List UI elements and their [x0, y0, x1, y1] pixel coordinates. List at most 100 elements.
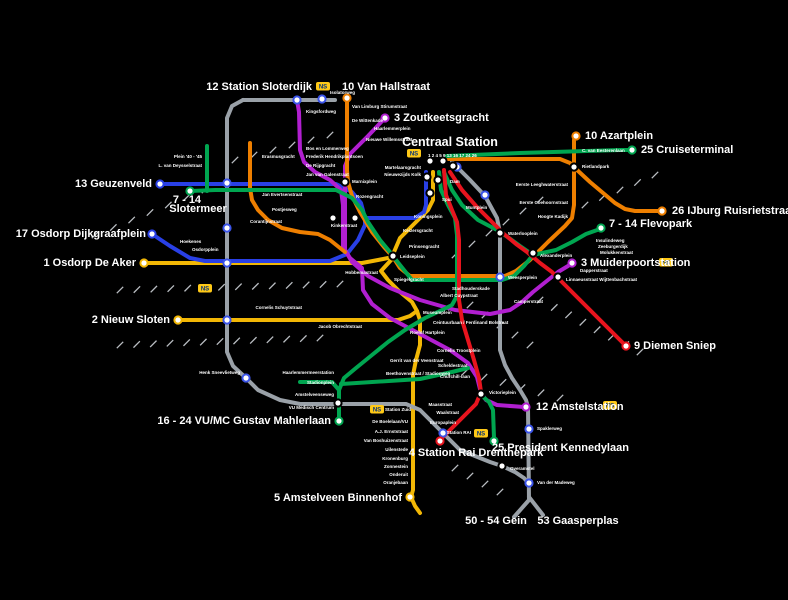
terminus-label: 10 Van Hallstraat: [342, 81, 430, 93]
rail-hatch-tick: [564, 311, 573, 319]
rail-hatch-tick: [485, 229, 493, 237]
line-tram-25-cruise: [445, 148, 632, 158]
terminus-station-circle: [139, 258, 149, 268]
station-label: Europaplein: [430, 420, 456, 425]
station-label: Gerrit van der Veenstraat: [390, 358, 444, 363]
terminus-station-circle: [147, 229, 157, 239]
station-label: Haarlemmerplein: [374, 126, 411, 131]
rail-hatch-tick: [283, 335, 291, 343]
line-tram-24-west: [298, 380, 341, 392]
station-label: Amstelveenseweg: [295, 392, 334, 397]
rail-hatch-tick: [499, 378, 507, 387]
metro-station-circle: [524, 424, 534, 434]
rail-hatch-tick: [116, 341, 124, 349]
rail-hatch-tick: [128, 216, 136, 224]
station-label: Haarlemmermeerstation: [282, 370, 334, 375]
station-label: Weesperplein: [508, 275, 537, 280]
rail-hatch-tick: [651, 171, 659, 179]
rail-hatch-tick: [593, 326, 601, 334]
rail-hatch-tick: [217, 283, 226, 291]
rail-hatch-tick: [480, 373, 488, 381]
rail-hatch-tick: [556, 394, 564, 402]
terminus-label: 7 - 14 Flevopark: [609, 218, 693, 230]
terminus-label: 9 Diemen Sniep: [634, 340, 716, 352]
terminus-label: Slotermeer: [169, 203, 227, 215]
station-label: Victorieplein: [489, 390, 516, 395]
line-tram-26: [445, 157, 664, 213]
terminus-label: 12 Amstelstation: [536, 401, 624, 413]
line-tram-4: [438, 168, 483, 442]
ns-badge: [370, 405, 384, 414]
ns-badge: [316, 82, 330, 91]
interchange-station-circle: [328, 213, 338, 223]
rail-hatch-tick: [536, 196, 544, 204]
terminus-label: 12 Station Sloterdijk: [206, 81, 313, 93]
interchange-station-circle: [495, 228, 505, 238]
station-label: Marnixplein: [352, 179, 377, 184]
station-label: De Rijpgracht: [306, 163, 336, 168]
station-label: Hoekenes: [180, 239, 202, 244]
ns-badge: [474, 429, 488, 438]
station-label: Onderuit: [389, 472, 408, 477]
interchange-station-circle: [422, 172, 432, 182]
rail-hatch-tick: [633, 178, 642, 187]
interchange-station-circle: [438, 156, 448, 166]
metro-station-circle: [524, 478, 534, 488]
ns-badge: [198, 284, 212, 293]
terminus-label: 2 Nieuw Sloten: [92, 314, 171, 326]
station-label: Spui: [442, 197, 452, 202]
interchange-station-circle: [528, 248, 538, 258]
station-label: Spaklerweg: [537, 426, 562, 431]
terminus-label: 17 Osdorp Dijkgraafplein: [16, 228, 146, 240]
station-label: Frederik Hendrikplantsoen: [306, 154, 363, 159]
terminus-station-circle: [435, 436, 445, 446]
ns-badge-logo: NS: [477, 432, 485, 438]
station-label: Kronenburg: [382, 456, 408, 461]
rail-hatch-tick: [326, 131, 334, 139]
terminus-label: 5 Amstelveen Binnenhof: [274, 492, 402, 504]
interchange-station-circle: [425, 156, 435, 166]
line-tram-24-east: [339, 366, 470, 386]
rail-hatch-tick: [451, 464, 459, 472]
station-label: Nieuwe Willemsstraat: [366, 137, 413, 142]
rail-hatch-tick: [269, 146, 277, 154]
ns-badge-logo: NS: [410, 152, 418, 158]
rail-hatch-tick: [91, 231, 99, 239]
terminus-label: 1 Osdorp De Aker: [43, 257, 136, 269]
terminus-station-circle: [380, 113, 390, 123]
station-label: Churchill-laan: [440, 374, 470, 379]
terminus-station-circle: [627, 145, 637, 155]
terminus-label: 50 - 54 Gein: [465, 515, 527, 527]
station-label: Museumplein: [423, 310, 452, 315]
metro-station-circle: [292, 95, 302, 105]
station-label: Stadionplein: [307, 380, 334, 385]
station-label: Zeeburgerdijk: [598, 244, 628, 249]
terminus-station-circle: [405, 492, 415, 502]
station-label: Martelaarsgracht: [385, 165, 422, 170]
station-label: Muntplein: [466, 205, 487, 210]
ns-badge: [603, 401, 617, 410]
station-label: Stadhouderskade: [452, 286, 490, 291]
rail-hatch-tick: [336, 280, 344, 288]
rail-hatch-tick: [581, 201, 589, 209]
ns-badge-logo: NS: [373, 408, 381, 414]
rail-hatch-tick: [268, 282, 276, 290]
station-label: VU Medisch Centrum: [289, 405, 334, 410]
rail-hatch-tick: [216, 337, 224, 346]
ns-badge-logo: NS: [662, 261, 670, 267]
rail-hatch-tick: [183, 339, 191, 347]
terminus-label: 3 Muiderpoortstation: [581, 257, 691, 269]
station-label: Kinkerstraat: [331, 223, 358, 228]
station-label: Ceintuurbaan / Ferdinand Bolstraat: [433, 320, 509, 325]
station-label: Station RAI: [447, 430, 471, 435]
terminus-label: 53 Gaasperplas: [537, 515, 618, 527]
rail-hatch-tick: [199, 338, 207, 346]
rail-hatch-tick: [616, 186, 624, 194]
terminus-station-circle: [571, 131, 581, 141]
line-tram-7: [188, 188, 602, 282]
station-label: Maasstraat: [428, 402, 452, 407]
metro-station-circle: [222, 178, 232, 188]
